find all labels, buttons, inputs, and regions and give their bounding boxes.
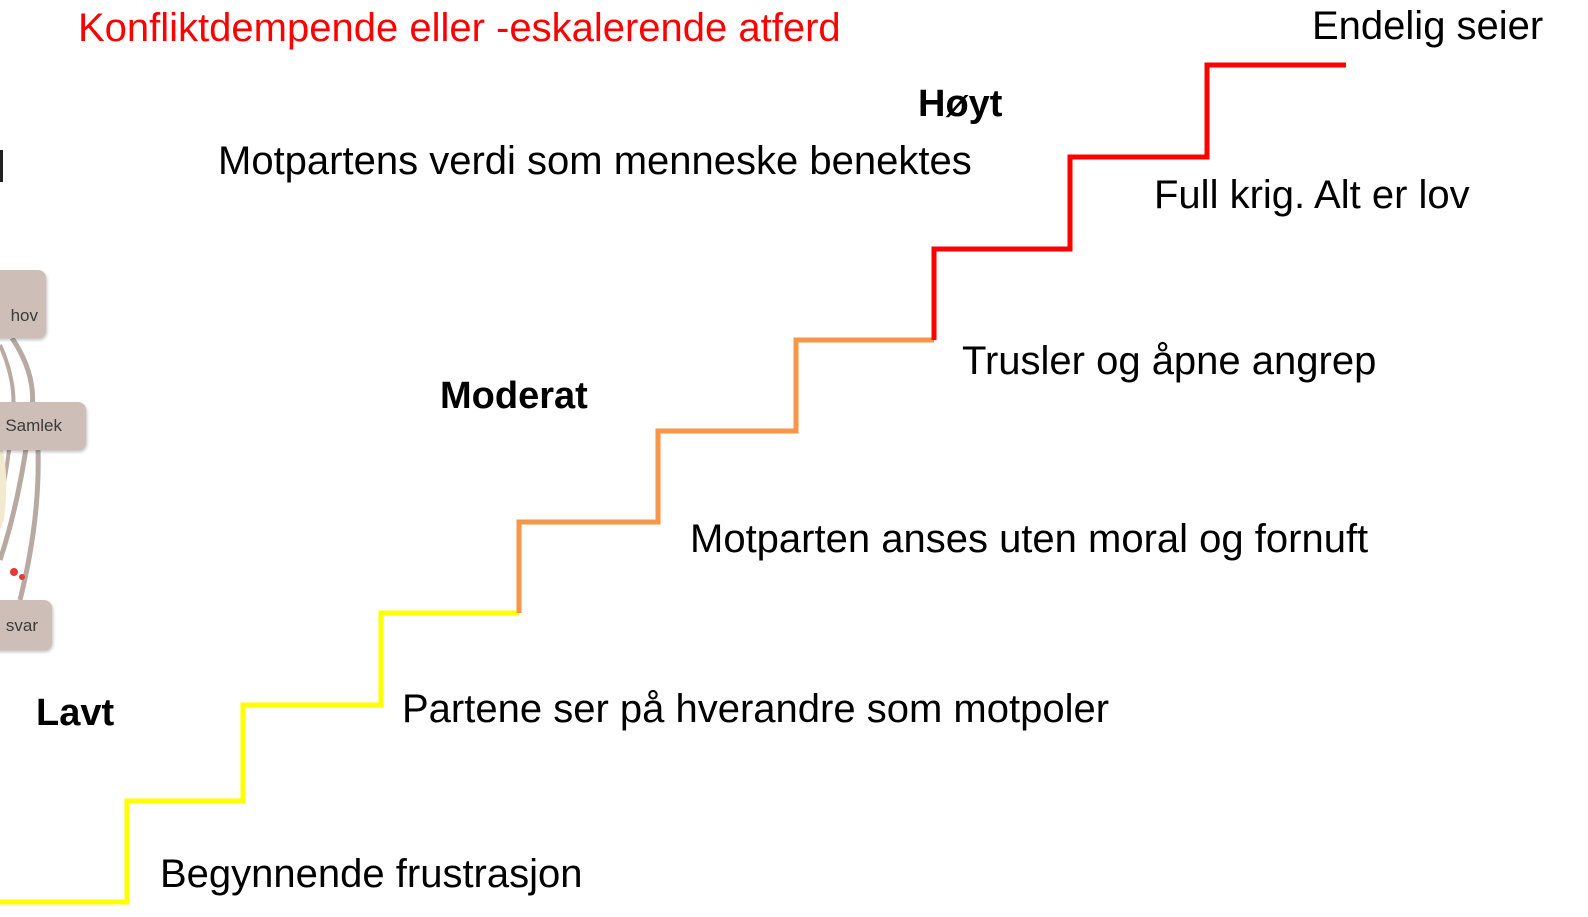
level-label-low: Lavt xyxy=(36,692,115,734)
step-label-4: Trusler og åpne angrep xyxy=(962,339,1377,383)
side-box-top: hov xyxy=(0,270,46,338)
side-box-bot: svar xyxy=(0,600,52,650)
side-red-dot-1 xyxy=(10,568,18,576)
step-label-6: Motpartens verdi som menneske benektes xyxy=(218,139,972,183)
step-label-3: Motparten anses uten moral og fornuft xyxy=(690,517,1369,561)
step-label-1: Begynnende frustrasjon xyxy=(160,852,583,896)
side-box-mid-label: Samlek xyxy=(5,416,62,435)
level-label-high: Høyt xyxy=(918,83,1003,125)
side-box-top-label: hov xyxy=(10,306,38,325)
step-label-7: Endelig seier xyxy=(1312,4,1544,48)
stairs-low-segment xyxy=(0,610,519,905)
step-label-5: Full krig. Alt er lov xyxy=(1154,173,1470,217)
stairs-high-segment xyxy=(931,62,1346,340)
side-arc-lower xyxy=(17,449,41,601)
side-box-mid: Samlek xyxy=(0,402,86,450)
side-graphic-bar xyxy=(0,150,3,182)
diagram-title: Konfliktdempende eller -eskalerende atfe… xyxy=(78,6,841,50)
side-red-dot-2 xyxy=(19,574,25,580)
side-fill xyxy=(0,440,7,530)
stairs-moderate-segment xyxy=(516,337,934,613)
side-box-bot-label: svar xyxy=(5,616,38,635)
level-label-moderate: Moderat xyxy=(440,375,588,417)
step-label-2: Partene ser på hverandre som motpoler xyxy=(402,687,1110,731)
side-graphic: hov Samlek svar xyxy=(0,0,100,917)
